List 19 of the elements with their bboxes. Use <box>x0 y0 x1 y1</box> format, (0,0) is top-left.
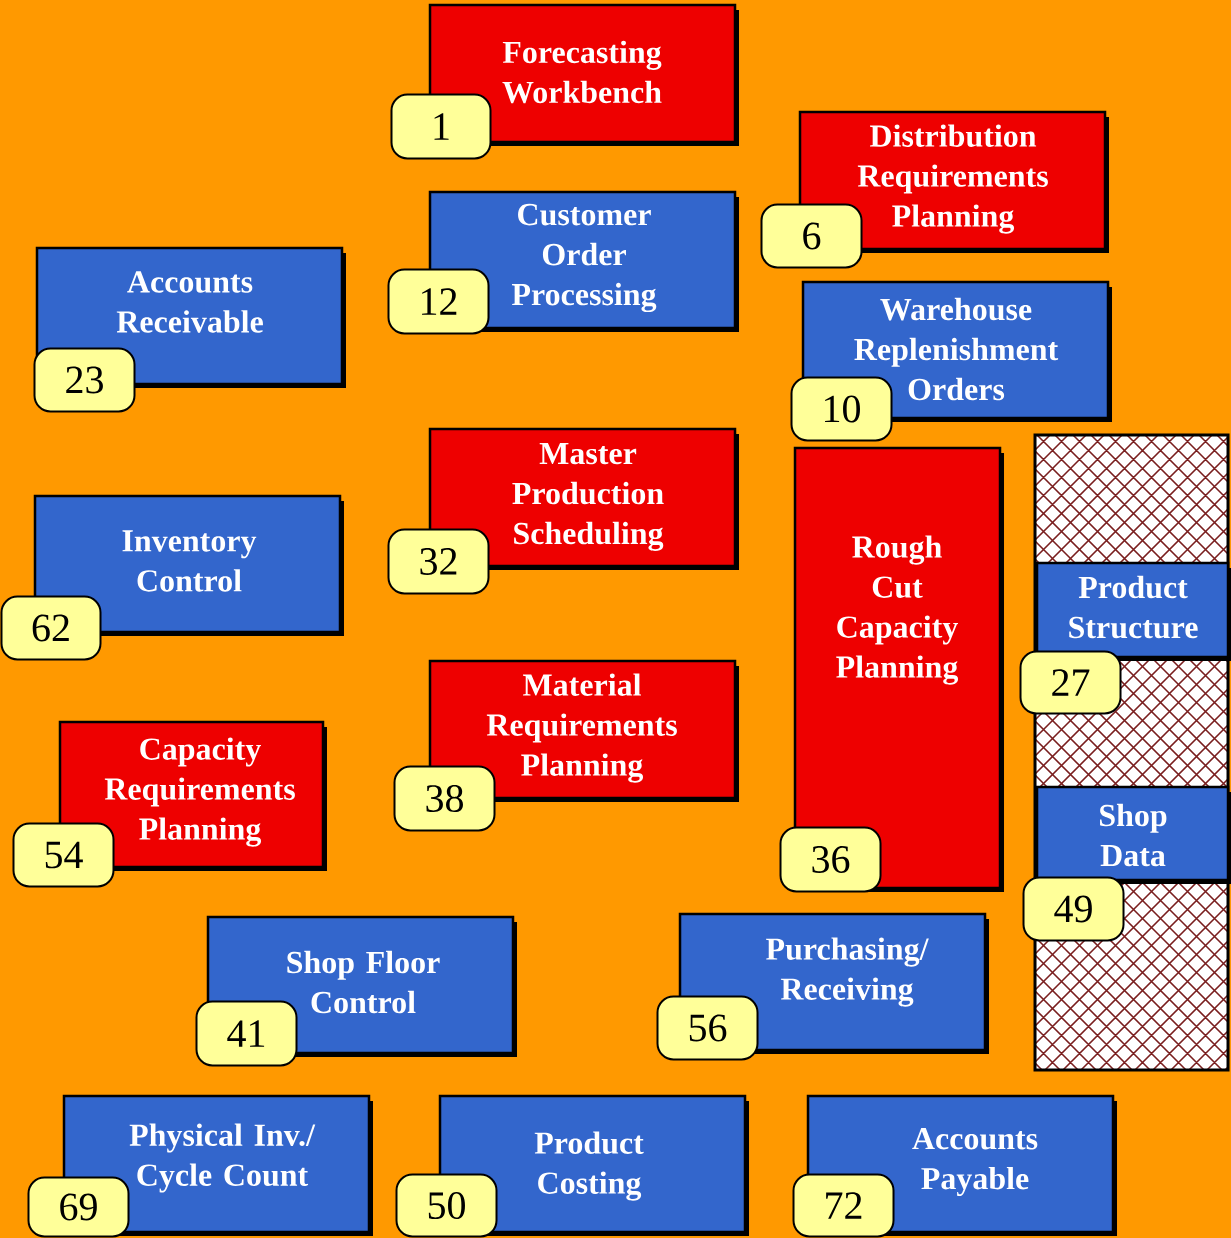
number-badge: 1 <box>390 93 492 160</box>
number-badge: 23 <box>33 347 136 413</box>
module-box: Shop Data <box>1035 785 1231 884</box>
number-badge: 62 <box>0 595 102 661</box>
number-badge: 50 <box>395 1173 498 1238</box>
number-badge: 12 <box>387 268 490 335</box>
number-badge: 36 <box>779 826 882 893</box>
module-box: Product Structure <box>1035 561 1231 661</box>
number-badge: 27 <box>1019 650 1122 715</box>
number-badge: 32 <box>387 528 490 595</box>
number-badge: 38 <box>393 765 496 832</box>
number-badge: 69 <box>27 1176 130 1238</box>
number-badge: 6 <box>760 203 863 269</box>
number-badge: 54 <box>12 822 115 888</box>
number-badge: 10 <box>790 376 893 442</box>
number-badge: 72 <box>792 1173 895 1238</box>
number-badge: 56 <box>656 995 759 1061</box>
number-badge: 49 <box>1022 876 1125 942</box>
number-badge: 41 <box>195 1000 298 1067</box>
